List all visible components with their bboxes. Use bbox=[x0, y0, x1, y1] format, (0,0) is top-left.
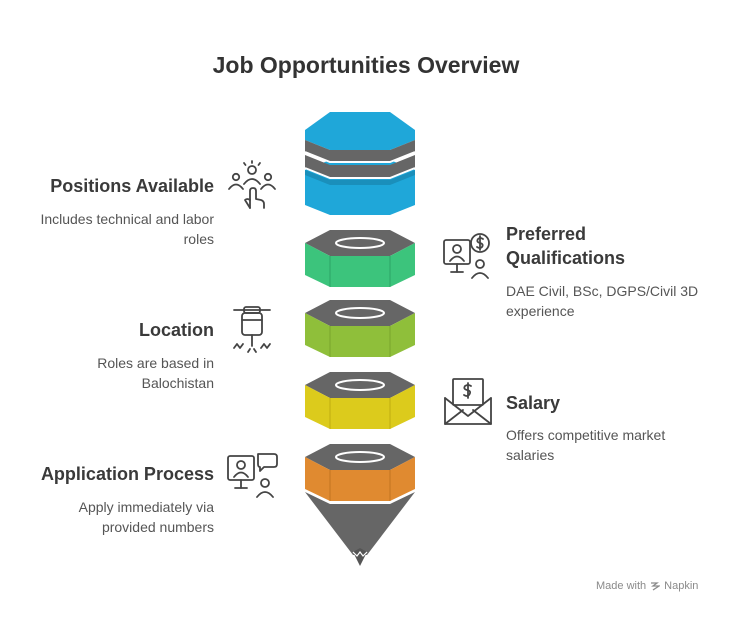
napkin-brand: Napkin bbox=[664, 580, 699, 592]
napkin-logo-icon bbox=[651, 582, 661, 591]
positions-description: Includes technical and labor roles bbox=[0, 209, 214, 249]
qualifications-desc-line-2: experience bbox=[506, 303, 575, 319]
salary-desc-line-2: salaries bbox=[506, 447, 555, 463]
envelope-dollar-icon bbox=[444, 378, 492, 425]
stack-segment-3 bbox=[305, 300, 415, 357]
application-desc-line-1: Apply immediately via bbox=[78, 499, 214, 515]
salary-desc-line-1: Offers competitive market bbox=[506, 427, 666, 443]
qualifications-heading-line-2: Qualifications bbox=[506, 248, 626, 268]
location-desc-line-2: Balochistan bbox=[141, 375, 214, 391]
stack-segment-2 bbox=[305, 230, 415, 287]
page-title: Job Opportunities Overview bbox=[212, 52, 520, 78]
stack-segment-1 bbox=[304, 112, 416, 215]
stack-tip bbox=[305, 492, 415, 566]
application-description: Apply immediately via provided numbers bbox=[0, 497, 214, 537]
application-heading: Application Process bbox=[40, 464, 214, 484]
salary-heading: Salary bbox=[506, 393, 561, 413]
qualifications-heading-line-1: Preferred bbox=[506, 224, 587, 244]
location-description: Roles are based in Balochistan bbox=[0, 353, 214, 393]
qualifications-description: DAE Civil, BSc, DGPS/Civil 3D experience bbox=[506, 281, 726, 321]
location-desc-line-1: Roles are based in bbox=[97, 355, 214, 371]
positions-desc-line-1: Includes technical and labor bbox=[40, 211, 214, 227]
positions-desc-line-2: roles bbox=[183, 231, 214, 247]
application-desc-line-2: provided numbers bbox=[101, 519, 214, 535]
salary-description: Offers competitive market salaries bbox=[506, 425, 726, 465]
positions-heading: Positions Available bbox=[50, 176, 214, 196]
location-heading: Location bbox=[139, 320, 214, 340]
made-with-label: Made with bbox=[596, 580, 647, 592]
stack-segment-4 bbox=[305, 372, 415, 429]
made-with-napkin-footer: Made with Napkin bbox=[596, 580, 698, 592]
person-dollar-computer-icon bbox=[443, 233, 490, 279]
people-hand-icon bbox=[228, 160, 276, 209]
stack-segment-5 bbox=[305, 444, 415, 501]
qualifications-desc-line-1: DAE Civil, BSc, DGPS/Civil 3D bbox=[506, 283, 699, 299]
person-chat-computer-icon bbox=[227, 453, 278, 498]
jackhammer-icon bbox=[233, 306, 271, 353]
qualifications-heading: Preferred Qualifications bbox=[506, 222, 726, 270]
